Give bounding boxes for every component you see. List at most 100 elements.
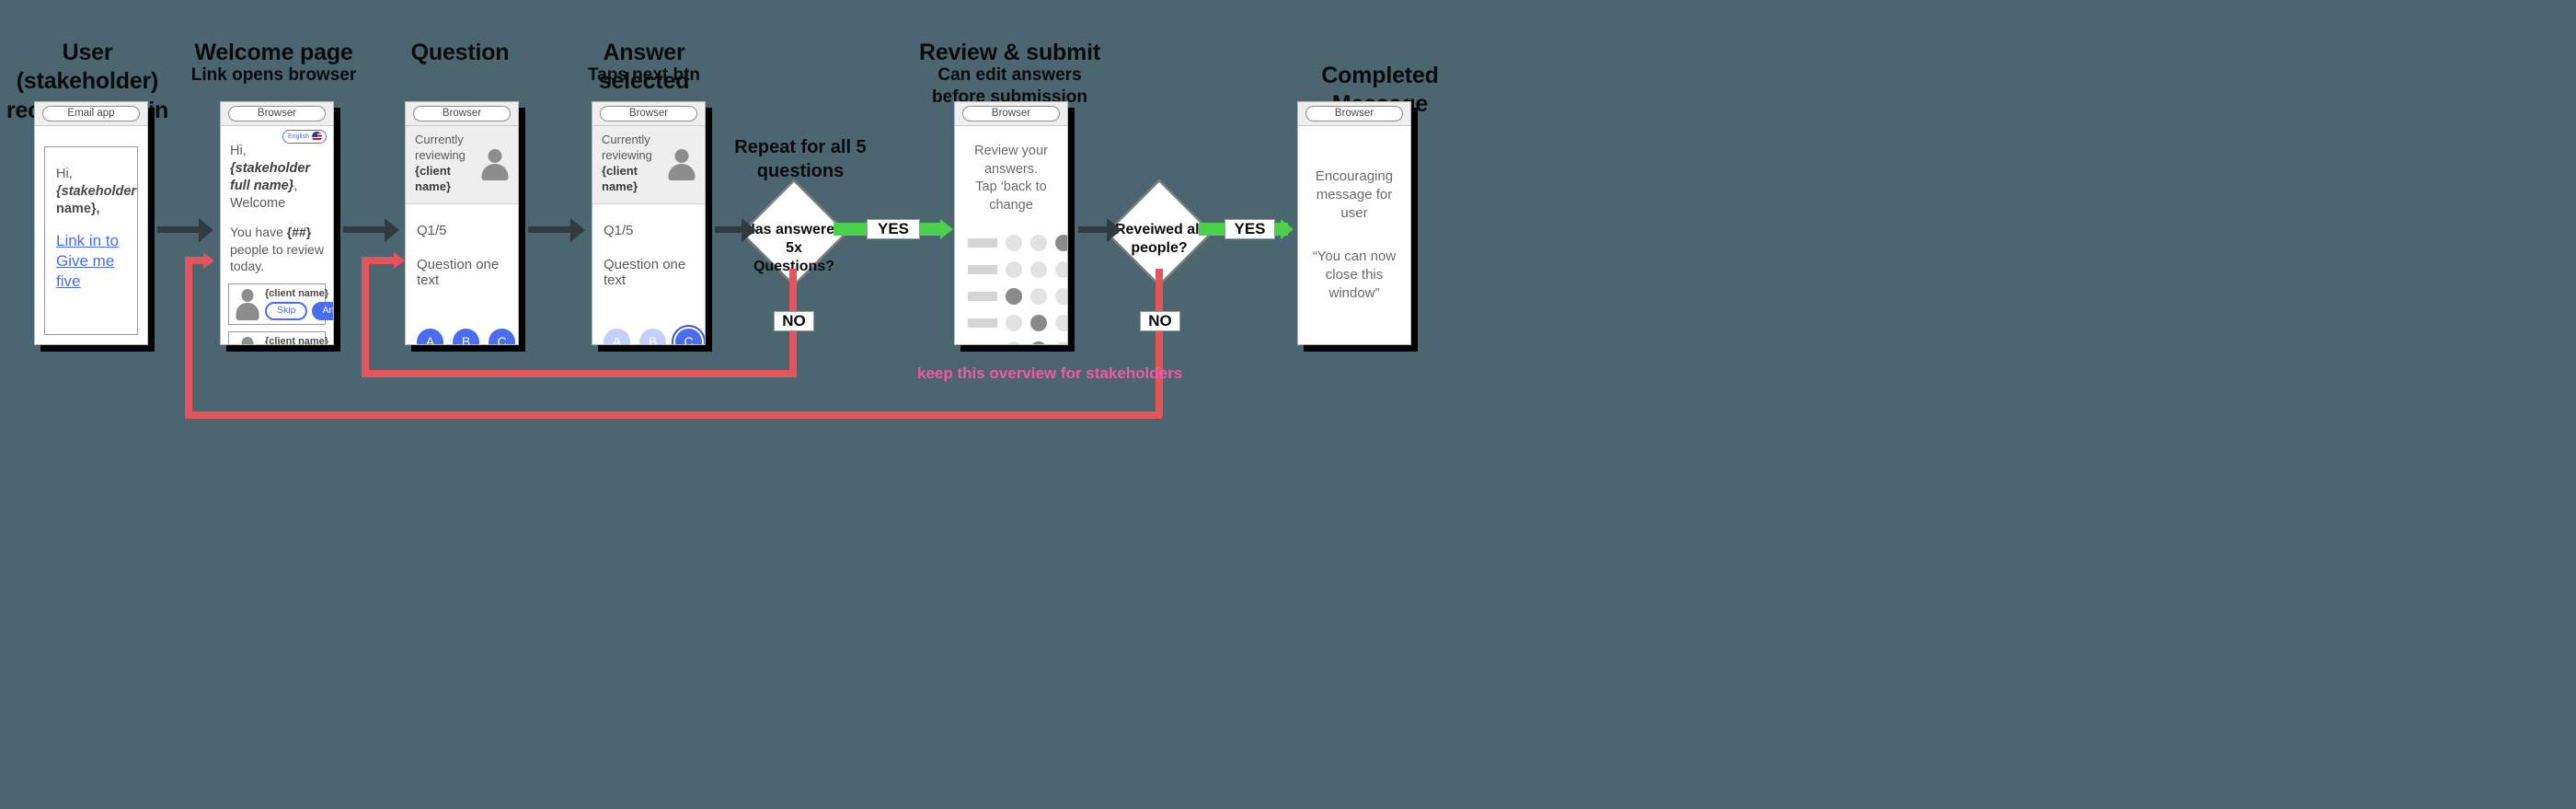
phone-completed-message: Browser Encouraging message for user “Yo…: [1297, 101, 1411, 345]
chrome-title-question: Browser: [413, 106, 511, 121]
client-name: {client name}: [265, 288, 329, 300]
option-b[interactable]: B: [639, 328, 666, 344]
avatar: [667, 148, 696, 179]
summary-dot-b[interactable]: [1030, 261, 1047, 279]
step-title-answer: Answer selected: [598, 40, 690, 95]
phone-question: Browser Currently reviewing {client name…: [405, 101, 519, 345]
summary-row-label: [968, 318, 997, 329]
summary-row[interactable]: [968, 341, 1067, 344]
connector-decision2-no-horizontal: [185, 411, 1162, 419]
summary-row[interactable]: [968, 288, 1067, 306]
phone-chrome-bar: Browser: [221, 102, 333, 126]
step-subtitle-answer: Taps next btn: [587, 65, 701, 85]
arrow-icon: [394, 252, 405, 269]
option-a[interactable]: A: [604, 328, 630, 344]
welcome-subtitle: You have {##} people to review today.: [230, 225, 324, 273]
answer-body: Currently reviewing {client name} Q1/5 Q…: [592, 126, 705, 344]
done-body: Encouraging message for user “You can no…: [1298, 126, 1410, 344]
welcome-body: English Hi, {stakeholder full name}, Wel…: [221, 126, 333, 344]
completion-message: Encouraging message for user: [1315, 168, 1394, 222]
arrow-icon: [570, 218, 585, 242]
email-greeting: Hi, {stakeholder name},: [56, 167, 137, 217]
arrow-icon: [742, 218, 756, 242]
review-instructions: Review your answers. Tap ‘back to change: [974, 144, 1048, 213]
skip-button[interactable]: Skip: [265, 302, 308, 320]
arrow-icon: [1281, 219, 1294, 239]
connector-welcome-to-question: [343, 226, 386, 233]
reviewing-client: {client name}: [602, 163, 638, 193]
option-a[interactable]: A: [417, 328, 443, 344]
summary-row[interactable]: [968, 261, 1067, 279]
answer-button[interactable]: Answer: [312, 302, 333, 320]
arrow-icon: [385, 218, 399, 242]
phone-answer-selected: Browser Currently reviewing {client name…: [592, 101, 706, 345]
label-yes-decision2: YES: [1225, 219, 1275, 239]
summary-row[interactable]: [968, 235, 1067, 252]
summary-row-label: [968, 265, 997, 275]
summary-row-label: [968, 292, 997, 302]
summary-dot-a-selected[interactable]: [1006, 288, 1022, 306]
connector-decision2-no-up: [185, 260, 192, 417]
completion-quote: “You can now close this window”: [1312, 248, 1397, 302]
summary-dot-a[interactable]: [1006, 341, 1022, 344]
phone-chrome-bar: Browser: [1298, 102, 1410, 126]
review-body: Review your answers. Tap ‘back to change: [955, 126, 1067, 344]
summary-dot-a[interactable]: [1006, 235, 1022, 252]
summary-row-label: [968, 238, 997, 248]
summary-dot-b[interactable]: [1030, 288, 1047, 306]
summary-dot-c[interactable]: [1055, 288, 1067, 306]
email-message-card: Hi, {stakeholder name}, Link in to Give …: [44, 146, 138, 335]
option-c[interactable]: C: [489, 328, 515, 344]
summary-dot-c[interactable]: [1055, 261, 1067, 279]
summary-dot-c[interactable]: [1055, 341, 1067, 344]
connector-decision1-yes-tail: [920, 223, 942, 236]
phone-chrome-bar: Browser: [592, 102, 705, 126]
welcome-heading: Hi, {stakeholder full name}, Welcome: [230, 144, 311, 211]
option-c-selected[interactable]: C: [675, 328, 702, 344]
summary-dot-c[interactable]: [1055, 315, 1067, 332]
client-review-list: {client name} Skip Answer {client name}: [221, 274, 333, 344]
email-cta-link[interactable]: Link in to Give me five: [56, 232, 120, 290]
avatar: [235, 336, 259, 344]
arrow-icon: [1107, 218, 1121, 242]
summary-dot-b-selected[interactable]: [1030, 341, 1047, 344]
label-yes-decision1: YES: [867, 219, 920, 239]
question-counter: Q1/5: [417, 222, 447, 238]
email-body: Hi, {stakeholder name}, Link in to Give …: [35, 126, 147, 344]
language-selector[interactable]: English: [282, 130, 327, 144]
summary-dot-a[interactable]: [1006, 315, 1022, 332]
phone-email-app: Email app Hi, {stakeholder name}, Link i…: [34, 101, 148, 345]
chrome-title-welcome: Browser: [228, 106, 326, 121]
question-body: Currently reviewing {client name} Q1/5 Q…: [406, 126, 518, 344]
avatar: [235, 288, 259, 319]
summary-dot-b[interactable]: [1030, 235, 1047, 252]
phone-review-submit: Browser Review your answers. Tap ‘back t…: [954, 101, 1068, 345]
phone-chrome-bar: Browser: [406, 102, 518, 126]
reviewing-label: Currently reviewing: [415, 133, 466, 162]
reviewing-label: Currently reviewing: [602, 133, 652, 162]
summary-row[interactable]: [968, 315, 1067, 332]
arrow-icon: [940, 219, 953, 239]
summary-dot-c-selected[interactable]: [1055, 235, 1067, 252]
reviewing-client: {client name}: [415, 163, 452, 193]
phone-welcome-page: Browser English Hi, {stakeholder full na…: [220, 101, 334, 345]
option-b[interactable]: B: [453, 328, 479, 344]
question-text: Question one text: [604, 256, 686, 288]
connector-decision2-no-into-welcome: [185, 257, 205, 264]
summary-dot-a[interactable]: [1006, 261, 1022, 279]
step-subtitle-welcome: Link opens browser: [190, 65, 357, 85]
summary-dot-b-selected[interactable]: [1030, 315, 1047, 332]
answers-summary-grid: [955, 214, 1067, 344]
currently-reviewing-header: Currently reviewing {client name}: [592, 126, 705, 204]
currently-reviewing-header: Currently reviewing {client name}: [406, 126, 518, 204]
connector-decision1-no-up: [362, 260, 369, 376]
language-label: English: [288, 133, 309, 140]
step-title-review: Review & submit: [918, 40, 1101, 65]
label-no-decision2: NO: [1140, 311, 1180, 331]
chrome-title-review: Browser: [962, 106, 1060, 121]
answer-options: A B C D: [406, 288, 518, 344]
list-item[interactable]: {client name} Skip Answer: [228, 283, 333, 325]
list-item[interactable]: {client name} Skip Answer: [228, 330, 328, 344]
connector-decision1-no-into-question: [362, 257, 396, 264]
